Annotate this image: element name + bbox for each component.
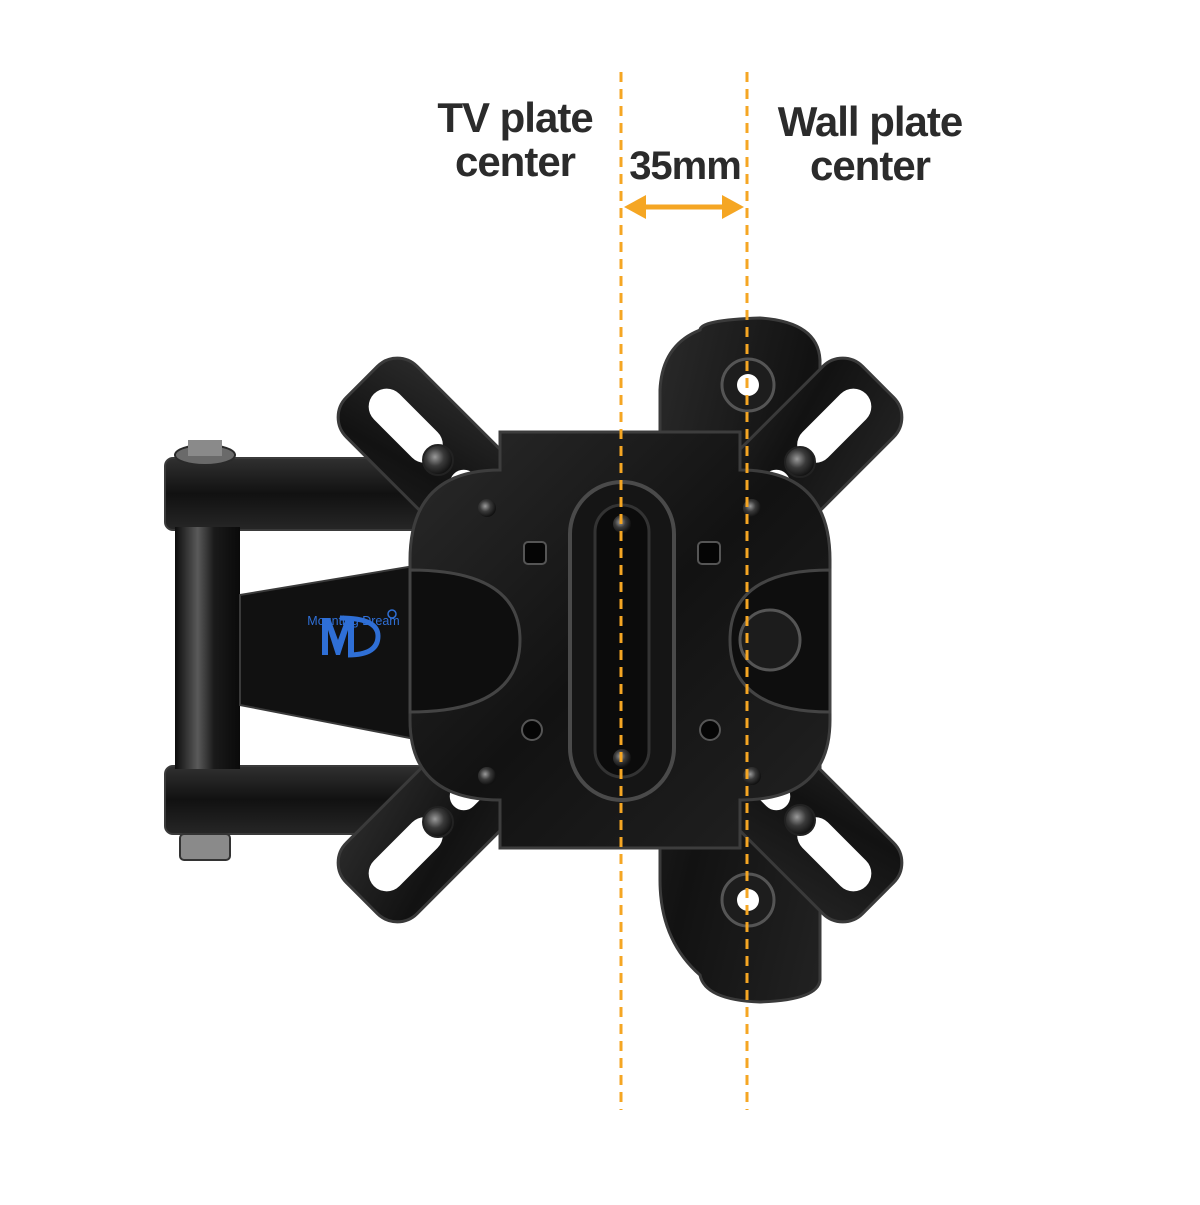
offset-arrow [624,195,744,219]
wall-plate-center-label: Wall plate center [777,98,963,189]
tv-plate-center-label: TV plate center [437,94,593,185]
offset-distance-label: 35mm [629,144,742,188]
bracket-bolts [422,444,816,838]
brand-logo: Mounting Dream [296,612,411,628]
brand-name: Mounting Dream [307,614,400,628]
brand-logo-mark [322,609,397,658]
swing-arm [164,440,426,861]
